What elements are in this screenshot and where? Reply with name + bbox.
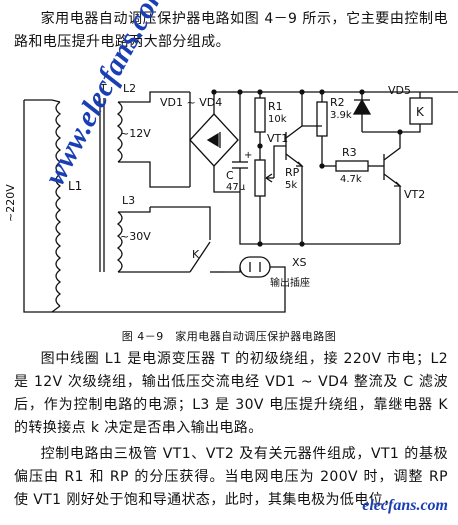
label-L2: L2 bbox=[123, 82, 136, 95]
label-RP: RP bbox=[285, 166, 300, 179]
primary-coil-L1 bbox=[51, 99, 62, 313]
label-VD5: VD5 bbox=[388, 84, 411, 97]
label-12v: ~12V bbox=[120, 127, 151, 140]
label-switch-K: K bbox=[192, 248, 200, 261]
resistor-R1 bbox=[254, 92, 266, 146]
label-plus: + bbox=[244, 150, 252, 161]
label-R3: R3 bbox=[342, 146, 357, 159]
label-outlet: 输出插座 bbox=[270, 276, 310, 289]
label-RP-value: 5k bbox=[285, 180, 297, 191]
label-R1-value: 10k bbox=[268, 114, 287, 125]
label-R2-value: 3.9k bbox=[330, 110, 352, 121]
label-L3: L3 bbox=[122, 194, 135, 207]
secondary-coil-L3 bbox=[116, 211, 123, 273]
label-C-value: 47μ bbox=[226, 182, 246, 193]
label-VT2: VT2 bbox=[404, 188, 425, 201]
transistor-VT2 bbox=[383, 132, 402, 244]
intro-paragraph: 家用电器自动调压保护器电路如图 4－9 所示，它主要由控制电路和电压提升电路两大… bbox=[14, 11, 448, 50]
label-L1: L1 bbox=[68, 179, 82, 193]
label-R2: R2 bbox=[330, 96, 345, 109]
label-XS: XS bbox=[292, 256, 307, 269]
relay-contact-K bbox=[150, 206, 226, 273]
description-paragraph-1: 图中线圈 L1 是电源变压器 T 的初级绕组，接 220V 市电；L2 是 12… bbox=[14, 351, 448, 436]
label-bridge: VD1 ~ VD4 bbox=[160, 96, 222, 109]
description-paragraph-2: 控制电路由三极管 VT1、VT2 及有关元器件组成，VT1 的基极偏压由 R1 … bbox=[14, 446, 448, 508]
label-30v: ~30V bbox=[120, 230, 151, 243]
label-C: C bbox=[226, 169, 234, 182]
circuit-diagram: T L2 ~12V L1 L3 ~30V ~220V VD1 ~ VD4 C 4… bbox=[4, 82, 458, 313]
diode-VD5 bbox=[352, 92, 400, 133]
figure-caption: 图 4－9 家用电器自动调压保护器电路图 bbox=[121, 330, 337, 343]
label-220v: ~220V bbox=[4, 184, 17, 222]
label-R3-value: 4.7k bbox=[340, 174, 362, 185]
capacitor-C bbox=[232, 92, 248, 192]
label-VT1: VT1 bbox=[267, 132, 288, 145]
label-R1: R1 bbox=[268, 100, 283, 113]
relay-K bbox=[400, 92, 433, 133]
potentiometer-RP bbox=[254, 145, 286, 244]
watermark-bottom: elecfans.com bbox=[362, 497, 448, 514]
secondary-coil-L2 bbox=[116, 101, 123, 163]
label-T: T bbox=[99, 82, 107, 95]
label-relay-K: K bbox=[416, 105, 425, 119]
output-socket-XS bbox=[52, 256, 286, 313]
resistor-R3 bbox=[322, 160, 384, 172]
